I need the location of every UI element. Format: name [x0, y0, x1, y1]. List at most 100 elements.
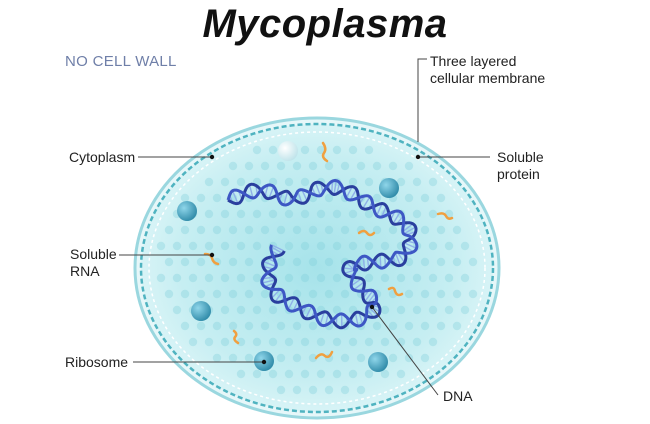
membrane-leader — [417, 58, 427, 142]
cytoplasm-dot — [388, 161, 398, 171]
cytoplasm-dot — [348, 369, 358, 379]
cytoplasm-dot — [460, 305, 470, 315]
label-ribosome: Ribosome — [65, 354, 129, 370]
cytoplasm-dot — [364, 177, 374, 187]
diagram-title: Mycoplasma — [202, 2, 448, 46]
cytoplasm-dot — [308, 321, 318, 331]
dna-base-pair — [362, 196, 371, 210]
cytoplasm-dot — [196, 289, 206, 299]
cytoplasm-dot — [252, 273, 262, 283]
cytoplasm-dot — [396, 337, 406, 347]
label-dna: DNA — [443, 388, 473, 404]
cytoplasm-dot — [308, 225, 318, 235]
cytoplasm-dot — [460, 273, 470, 283]
cytoplasm-dot — [308, 257, 318, 267]
cytoplasm-dot — [364, 209, 374, 219]
cytoplasm-dot — [172, 273, 182, 283]
cytoplasm-dot — [316, 273, 326, 283]
cytoplasm-dot — [324, 161, 334, 171]
cytoplasm-dot — [284, 209, 294, 219]
cytoplasm-dot — [236, 305, 246, 315]
cytoplasm-dot — [356, 385, 366, 395]
dna-base-pair — [248, 184, 254, 199]
cytoplasm-dot — [156, 241, 166, 251]
cytoplasm-dot — [308, 161, 318, 171]
dna-base-pair — [354, 312, 359, 327]
cytoplasm-dot — [444, 273, 454, 283]
cytoplasm-dot — [364, 273, 374, 283]
cytoplasm-dot — [364, 241, 374, 251]
leader-dot — [209, 252, 215, 258]
cytoplasm-dot — [396, 273, 406, 283]
cytoplasm-dot — [228, 353, 238, 363]
dna-base-pair — [271, 288, 281, 299]
cytoplasm-dot — [244, 225, 254, 235]
rna-squiggle — [436, 212, 454, 220]
dna-base-pair — [333, 180, 337, 195]
dna-base-pair — [353, 281, 365, 291]
cytoplasm-dot — [220, 209, 230, 219]
cytoplasm-dot — [380, 241, 390, 251]
cytoplasm-dot — [292, 321, 302, 331]
cytoplasm-dot — [420, 193, 430, 203]
cytoplasm-dot — [364, 145, 374, 155]
cytoplasm-dot — [196, 321, 206, 331]
cytoplasm-dot — [308, 353, 318, 363]
dna-base-pair — [270, 246, 284, 255]
cytoplasm-dot — [348, 177, 358, 187]
cytoplasm-dot — [388, 225, 398, 235]
cytoplasm-dot — [404, 289, 414, 299]
cytoplasm-dot — [348, 337, 358, 347]
cytoplasm-dot — [204, 337, 214, 347]
cytoplasm-dot — [380, 305, 390, 315]
cytoplasm-dot — [436, 225, 446, 235]
cytoplasm-dot — [404, 321, 414, 331]
cytoplasm-dot — [396, 305, 406, 315]
dna-base-pair — [331, 181, 334, 194]
cytoplasm-dot — [420, 353, 430, 363]
cytoplasm-dot — [220, 305, 230, 315]
cytoplasm-dot — [308, 385, 318, 395]
cytoplasm-dot — [268, 145, 278, 155]
dna-base-pair — [394, 252, 401, 266]
cytoplasm-dot — [172, 305, 182, 315]
cytoplasm-dot — [348, 145, 358, 155]
cytoplasm-dot — [244, 161, 254, 171]
cytoplasm-dot — [244, 257, 254, 267]
cytoplasm-dot — [196, 225, 206, 235]
cytoplasm-dot — [316, 337, 326, 347]
cytoplasm-dot — [412, 273, 422, 283]
cytoplasm-dot — [268, 209, 278, 219]
cytoplasm-dot — [452, 289, 462, 299]
cytoplasm-dot — [316, 145, 326, 155]
cytoplasm-dot — [276, 161, 286, 171]
dna-base-pair — [364, 290, 374, 303]
cytoplasm-dot — [268, 305, 278, 315]
dna-leader — [371, 306, 439, 396]
cytoplasm-dot — [300, 145, 310, 155]
cytoplasm-dot — [252, 305, 262, 315]
cytoplasm-dot — [340, 161, 350, 171]
rna-squiggle — [321, 141, 329, 163]
cytoplasm-dot — [340, 385, 350, 395]
cytoplasm-dot — [404, 193, 414, 203]
cytoplasm-dot — [412, 209, 422, 219]
cytoplasm-dot — [436, 257, 446, 267]
cytoplasm-dot — [268, 369, 278, 379]
dna-base-pair — [402, 223, 414, 233]
cytoplasm-dot — [220, 273, 230, 283]
dna-base-pair — [287, 297, 295, 311]
cytoplasm-dot — [204, 177, 214, 187]
dna-base-pair — [261, 279, 276, 284]
dna-base-pair — [403, 226, 416, 235]
cytoplasm-dot — [164, 289, 174, 299]
rna-squiggle — [357, 229, 376, 237]
cytoplasm-dot — [332, 369, 342, 379]
cytoplasm-dot — [276, 353, 286, 363]
dna-base-pair — [345, 186, 353, 199]
cytoplasm-dot — [292, 353, 302, 363]
dna-base-pair — [297, 191, 303, 204]
cytoplasm-dot — [428, 305, 438, 315]
cytoplasm-dot — [300, 337, 310, 347]
cytoplasm-dot — [300, 369, 310, 379]
